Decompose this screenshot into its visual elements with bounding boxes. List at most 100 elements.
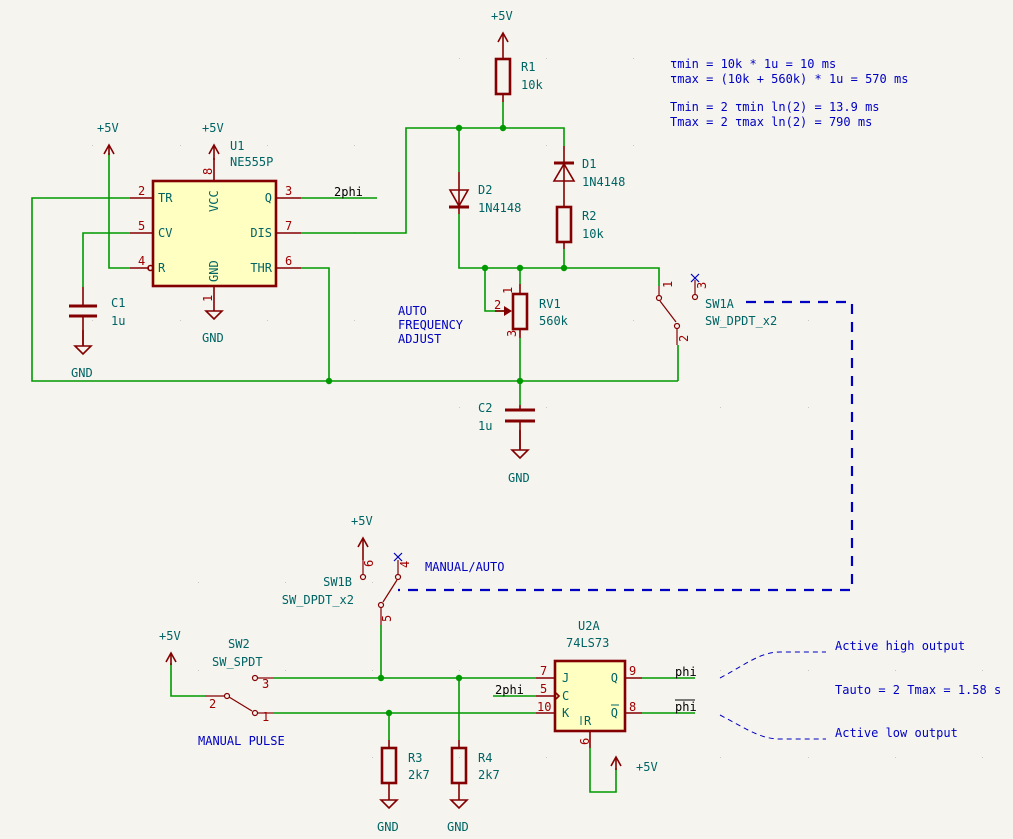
note-manual-auto: MANUAL/AUTO — [425, 560, 504, 574]
switch-mechanical-link — [398, 300, 854, 592]
d1-value: 1N4148 — [582, 175, 625, 189]
c2-ref: C2 — [478, 401, 492, 415]
u2a-pin-number: 5 — [540, 682, 547, 696]
gnd-icon — [379, 783, 399, 810]
vcc-arrow-icon — [610, 755, 622, 770]
net-labels: 2phi 2phi phi phi — [334, 185, 697, 714]
u1-pin-name: TR — [158, 191, 173, 205]
c1-capacitor[interactable]: C1 1u — [69, 287, 125, 346]
rv1-pin-number: 1 — [501, 287, 515, 294]
sw1a-pin-number: 2 — [677, 335, 691, 342]
sw1a-switch[interactable]: 1 2 3 SW1A SW_DPDT_x2 — [655, 273, 778, 345]
junction — [560, 264, 568, 272]
u1-pin-number: 7 — [285, 219, 292, 233]
d1-ref: D1 — [582, 157, 596, 171]
u2a-ref: U2A — [578, 619, 600, 633]
net-label-phi: phi — [675, 665, 697, 679]
u1-pin-name: R — [158, 261, 166, 275]
u2a-pin-name: J — [562, 671, 569, 685]
u1-pin-name: CV — [158, 226, 172, 240]
no-connect-icon — [690, 273, 700, 283]
d1-diode[interactable]: D1 1N4148 — [552, 146, 625, 208]
r1-resistor[interactable]: R1 10k — [494, 57, 543, 102]
vcc-label: +5V — [202, 121, 224, 135]
sw2-switch[interactable]: 2 1 3 SW2 SW_SPDT — [205, 637, 274, 724]
vcc-label: +5V — [159, 629, 181, 643]
sw2-pin-number: 2 — [209, 697, 216, 711]
gnd-label: GND — [71, 366, 93, 380]
sw1b-pin-number: 4 — [398, 561, 412, 568]
u2a-pin-number: 10 — [537, 700, 551, 714]
note-t-auto: Tauto = 2 Tmax = 1.58 s — [835, 683, 1001, 697]
net-label-phi-bar: phi — [675, 700, 697, 714]
c1-ref: C1 — [111, 296, 125, 310]
note-active-high: Active high output — [835, 639, 965, 653]
r1-ref: R1 — [521, 60, 535, 74]
junction — [516, 377, 524, 385]
rv1-pin-number: 3 — [505, 330, 519, 337]
r4-value: 2k7 — [478, 768, 500, 782]
junction — [499, 124, 507, 132]
note-active-low: Active low output — [835, 726, 958, 740]
c2-value: 1u — [478, 419, 492, 433]
u1-pin-name: DIS — [250, 226, 272, 240]
sw1a-pin-number: 3 — [695, 282, 709, 289]
u1-ref: U1 — [230, 139, 244, 153]
r2-ref: R2 — [582, 209, 596, 223]
u2a-pin-name: K — [562, 706, 570, 720]
gnd-label: GND — [377, 820, 399, 834]
vcc-label: +5V — [97, 121, 119, 135]
sw1a-pin-number: 1 — [661, 281, 675, 288]
sw1b-switch[interactable]: 6 4 5 SW1B SW_DPDT_x2 — [282, 552, 412, 625]
c2-capacitor[interactable]: C2 1u — [478, 401, 535, 450]
u2a-74ls73[interactable]: 7 5 10 9 8 6 J C K Q Q R U2A 74LS73 — [536, 619, 642, 748]
sw1b-pin-number: 6 — [362, 560, 376, 567]
d2-diode[interactable]: D2 1N4148 — [448, 172, 521, 215]
u2a-pin-number: 7 — [540, 664, 547, 678]
rv1-value: 560k — [539, 314, 569, 328]
u1-pin-name: GND — [207, 260, 221, 282]
u1-ne555p[interactable]: 2 5 4 3 7 6 8 1 TR CV R Q DIS THR VCC GN… — [130, 139, 301, 311]
r3-value: 2k7 — [408, 768, 430, 782]
u1-value: NE555P — [230, 155, 273, 169]
note-t-min: Tmin = 2 τmin ln(2) = 13.9 ms — [670, 100, 880, 114]
u1-pin-number: 6 — [285, 254, 292, 268]
no-connect-icon — [393, 552, 403, 562]
sw2-value: SW_SPDT — [212, 655, 263, 669]
vcc-label: +5V — [351, 514, 373, 528]
gnd-icon — [449, 783, 469, 810]
junction — [455, 674, 463, 682]
rv1-potentiometer[interactable]: 2 1 3 RV1 560k — [494, 284, 569, 338]
r2-resistor[interactable]: R2 10k — [555, 205, 604, 249]
sw1b-ref: SW1B — [323, 575, 352, 589]
junction — [516, 264, 524, 272]
note-auto-frequency: AUTO — [398, 304, 427, 318]
u1-pin-name: THR — [250, 261, 272, 275]
u1-pin-number: 5 — [138, 219, 145, 233]
d2-ref: D2 — [478, 183, 492, 197]
u1-pin-number: 2 — [138, 184, 145, 198]
r3-resistor[interactable]: R3 2k7 — [380, 740, 430, 785]
u1-pin-number: 1 — [201, 295, 215, 302]
u2a-value: 74LS73 — [566, 636, 609, 650]
r1-value: 10k — [521, 78, 543, 92]
junction — [385, 709, 393, 717]
u2a-pin-name: C — [562, 689, 569, 703]
r4-resistor[interactable]: R4 2k7 — [450, 740, 500, 785]
d2-value: 1N4148 — [478, 201, 521, 215]
c1-value: 1u — [111, 314, 125, 328]
junction — [455, 124, 463, 132]
junction — [325, 377, 333, 385]
notes: AUTO FREQUENCY ADJUST MANUAL/AUTO MANUAL… — [198, 57, 1001, 748]
u1-pin-name: VCC — [207, 190, 221, 212]
vcc-arrow-icon — [103, 143, 115, 155]
sw1b-pin-number: 5 — [380, 615, 394, 622]
junction — [481, 264, 489, 272]
u1-pin-name: Q — [265, 191, 272, 205]
gnd-icon — [204, 310, 224, 321]
gnd-label: GND — [447, 820, 469, 834]
wires — [31, 102, 695, 793]
u1-pin-number: 4 — [138, 254, 145, 268]
sw1b-value: SW_DPDT_x2 — [282, 593, 354, 607]
